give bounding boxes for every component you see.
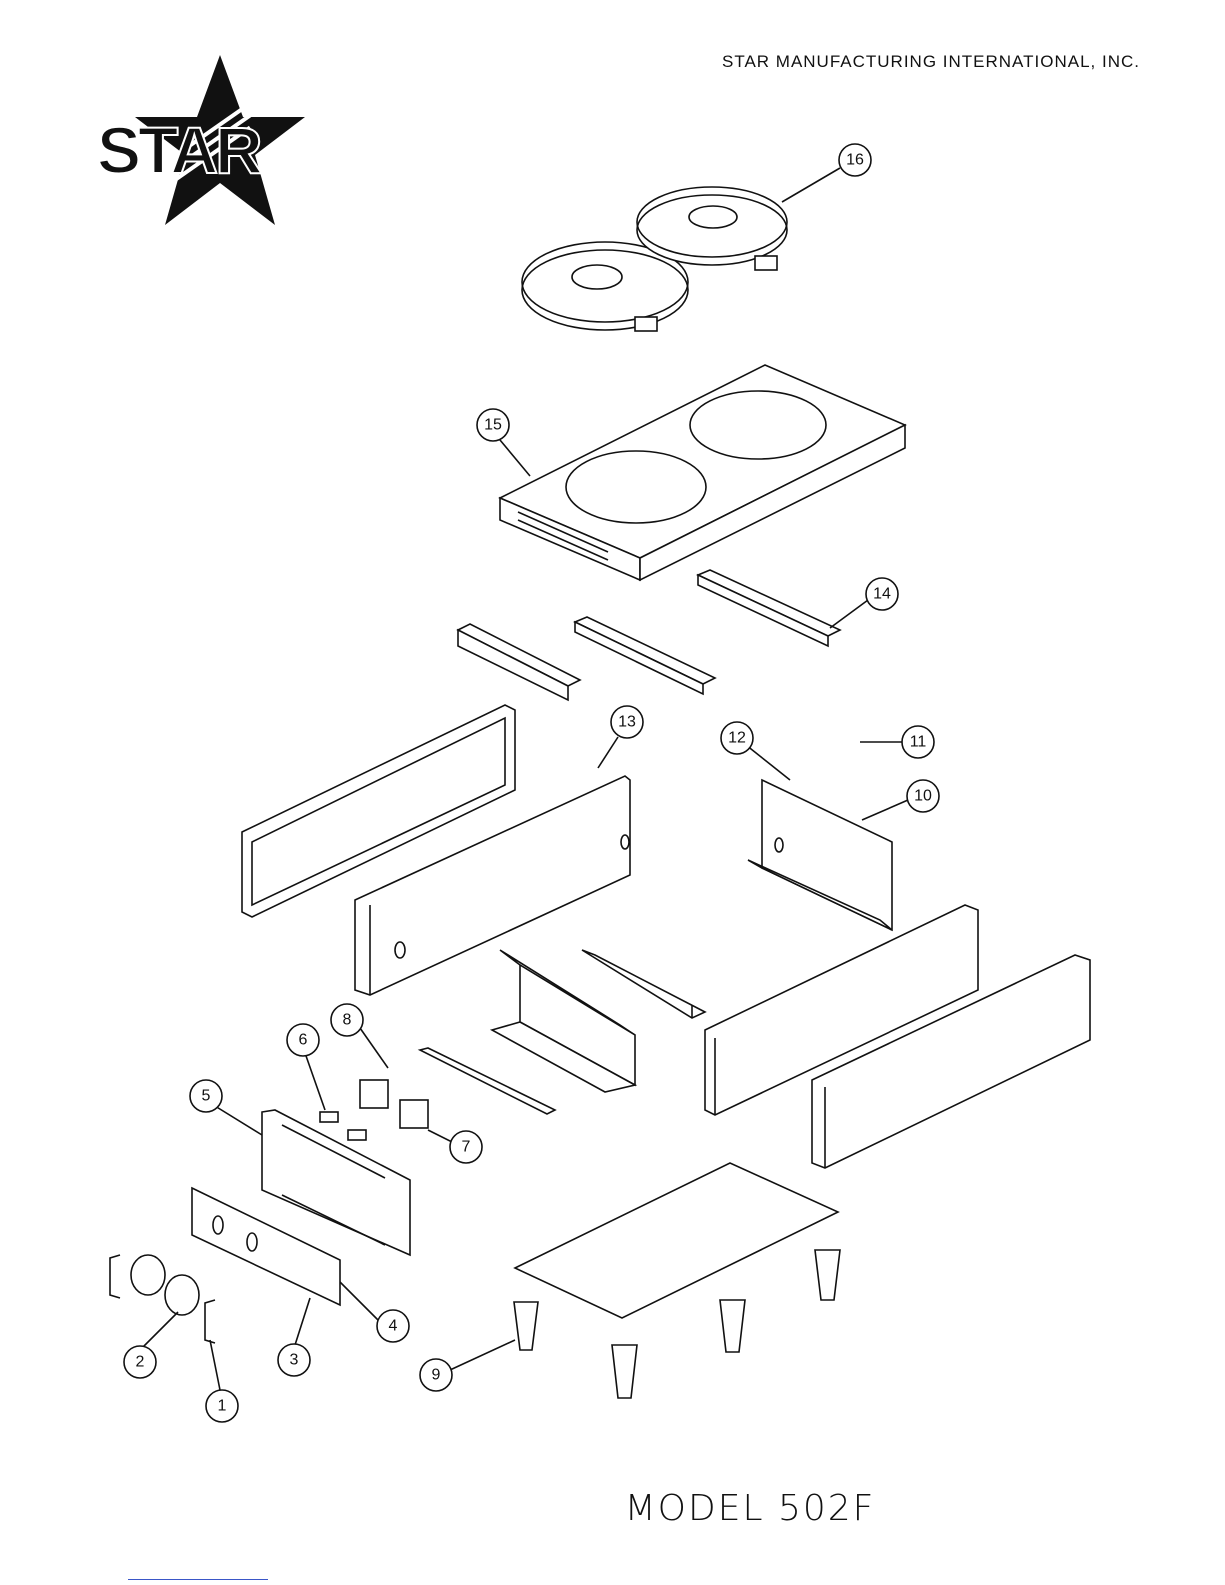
svg-text:14: 14 — [873, 586, 891, 603]
bottom-plate — [515, 1163, 838, 1318]
callout-1: 1 — [206, 1390, 238, 1422]
svg-text:12: 12 — [728, 730, 746, 747]
hot-plates — [522, 187, 787, 331]
svg-text:3: 3 — [290, 1352, 299, 1369]
callout-7: 7 — [450, 1131, 482, 1163]
callout-5: 5 — [190, 1080, 222, 1112]
svg-text:6: 6 — [299, 1032, 308, 1049]
svg-text:9: 9 — [432, 1367, 441, 1384]
callout-6: 6 — [287, 1024, 319, 1056]
callout-4: 4 — [377, 1310, 409, 1342]
knobs — [110, 1255, 215, 1343]
callout-11: 11 — [902, 726, 934, 758]
cross-rails — [458, 570, 840, 700]
callout-9: 9 — [420, 1359, 452, 1391]
callout-15: 15 — [477, 409, 509, 441]
svg-text:7: 7 — [462, 1139, 471, 1156]
model-label: MODEL 502F — [600, 1488, 900, 1529]
svg-text:5: 5 — [202, 1088, 211, 1105]
callout-16: 16 — [839, 144, 871, 176]
heat-shield — [420, 950, 705, 1114]
right-side-bracket — [748, 780, 892, 930]
svg-text:13: 13 — [618, 714, 636, 731]
callout-8: 8 — [331, 1004, 363, 1036]
callout-2: 2 — [124, 1346, 156, 1378]
top-cover — [500, 365, 905, 580]
svg-text:16: 16 — [846, 152, 864, 169]
svg-text:1: 1 — [218, 1398, 227, 1415]
callout-3: 3 — [278, 1344, 310, 1376]
svg-text:2: 2 — [136, 1354, 145, 1371]
callout-14: 14 — [866, 578, 898, 610]
svg-text:15: 15 — [484, 417, 502, 434]
footer-rule — [128, 1579, 268, 1580]
svg-text:10: 10 — [914, 788, 932, 805]
callout-10: 10 — [907, 780, 939, 812]
callout-13: 13 — [611, 706, 643, 738]
svg-text:11: 11 — [910, 734, 927, 751]
svg-text:4: 4 — [389, 1318, 398, 1335]
switches — [320, 1080, 428, 1140]
svg-text:8: 8 — [343, 1012, 352, 1029]
callout-12: 12 — [721, 722, 753, 754]
